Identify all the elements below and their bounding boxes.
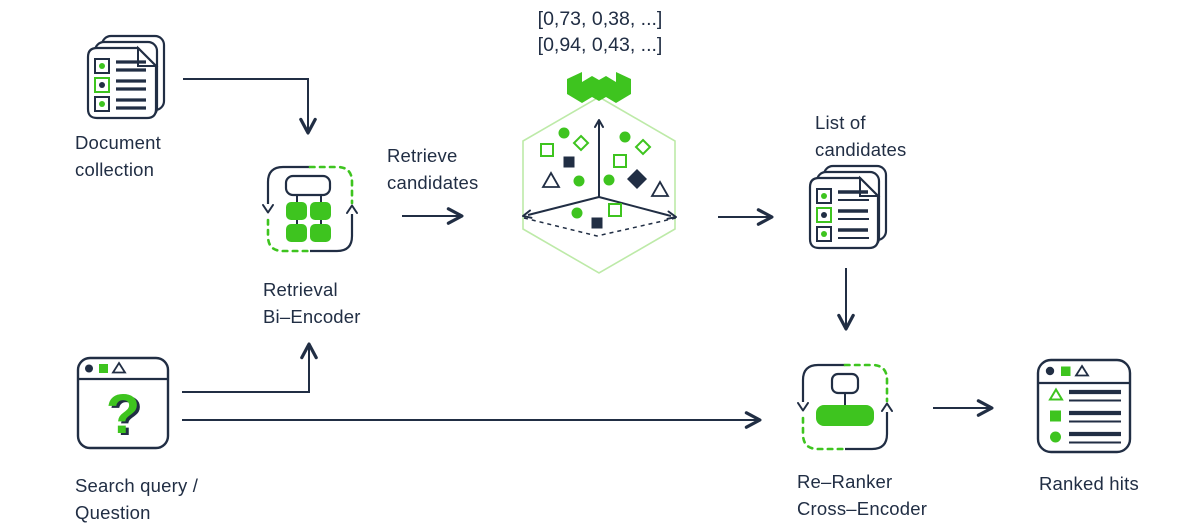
document-stack-icon bbox=[86, 34, 166, 120]
re-ranker-label: Re–Ranker Cross–Encoder bbox=[797, 471, 928, 519]
loop-arrow-down-icon bbox=[262, 204, 274, 214]
loop-arrow-up-icon bbox=[346, 204, 358, 214]
doc-row-1 bbox=[94, 58, 146, 74]
retrieve-candidates-label: Retrieve candidates bbox=[387, 145, 479, 193]
arrow-documents-to-bi-encoder bbox=[183, 78, 317, 135]
titlebar-circle-icon bbox=[1045, 366, 1055, 376]
embedding-vectors-text: [0,73, 0,38, ...] [0,94, 0,43, ...] bbox=[537, 8, 663, 56]
scatter-points bbox=[540, 127, 670, 229]
ranked-hits-window-icon bbox=[1036, 358, 1132, 454]
search-query-label: Search query / Question bbox=[75, 475, 199, 523]
vector-axes bbox=[522, 119, 677, 237]
bi-encoder-loop-icon bbox=[262, 165, 358, 253]
re-ranker-loop-icon bbox=[797, 363, 893, 451]
titlebar-circle-icon bbox=[85, 364, 93, 373]
vector-space-hexagon-icon bbox=[522, 72, 677, 274]
list-row-3 bbox=[816, 226, 869, 242]
titlebar-square-icon bbox=[1061, 366, 1071, 376]
ranked-row-2 bbox=[1050, 410, 1121, 423]
list-of-candidates-stack-icon bbox=[808, 164, 888, 250]
question-mark-icon: ? ? bbox=[106, 382, 143, 447]
doc-row-2 bbox=[94, 77, 146, 93]
doc-row-3 bbox=[94, 96, 146, 112]
list-of-candidates-label: List of candidates bbox=[815, 112, 907, 160]
loop-arrow-down-icon bbox=[797, 402, 809, 412]
titlebar-square-icon bbox=[99, 364, 108, 373]
titlebar-triangle-icon bbox=[111, 361, 127, 374]
loop-arrow-up-icon bbox=[881, 402, 893, 412]
list-row-2 bbox=[816, 207, 869, 223]
titlebar-triangle-icon bbox=[1074, 364, 1090, 377]
ranked-row-1 bbox=[1048, 387, 1121, 402]
weaviate-logo-icon bbox=[567, 72, 631, 103]
arrow-query-to-bi-encoder bbox=[182, 342, 318, 393]
axes-dashed-base bbox=[523, 217, 677, 237]
ranked-row-3 bbox=[1050, 431, 1121, 444]
document-collection-label: Document collection bbox=[75, 132, 161, 180]
svg-text:?: ? bbox=[109, 384, 143, 447]
list-row-1 bbox=[816, 188, 869, 204]
svg-text:?: ? bbox=[106, 382, 140, 445]
bi-encoder-label: Retrieval Bi–Encoder bbox=[263, 279, 361, 327]
search-query-window-icon: ? ? bbox=[76, 356, 170, 450]
ranked-hits-label: Ranked hits bbox=[1039, 473, 1139, 494]
